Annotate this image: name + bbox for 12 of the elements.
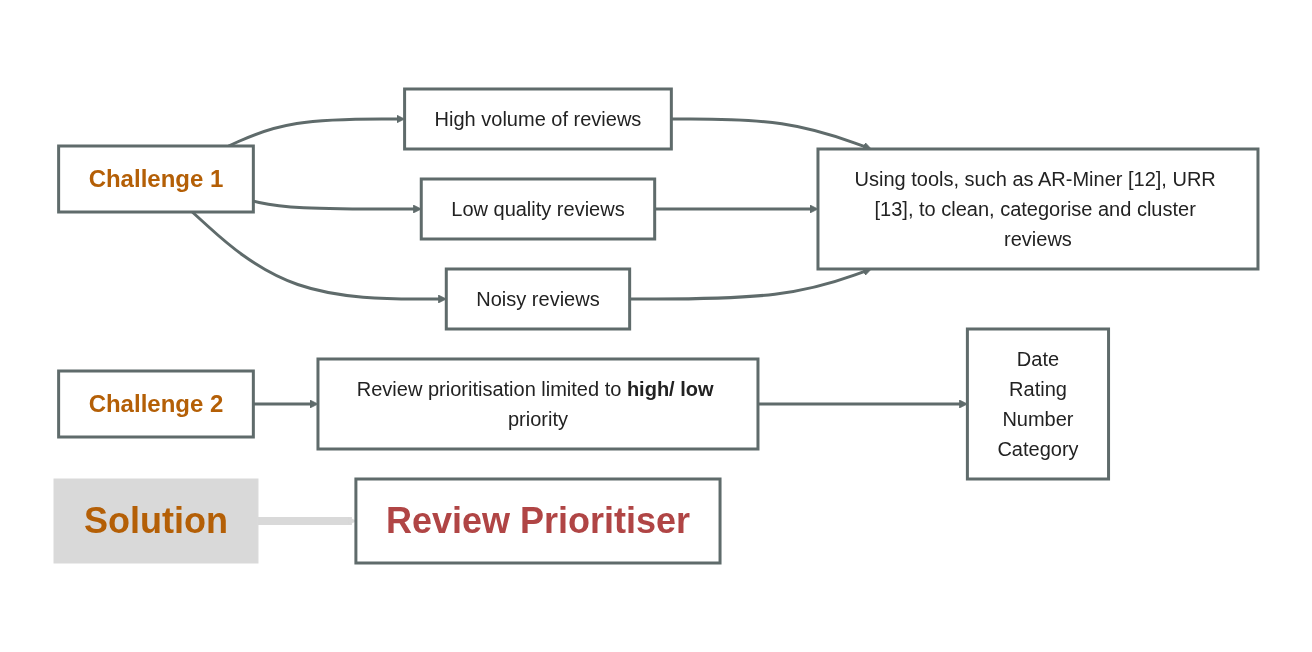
node-box: Review Prioritiser [354, 477, 722, 565]
node-box: Challenge 2 [57, 369, 255, 439]
node-box: High volume of reviews [403, 87, 673, 151]
node-box: Solution [53, 478, 259, 564]
node-box: Review prioritisation limited to high/ low priority [316, 357, 760, 451]
node-box: Date Rating Number Category [965, 327, 1111, 481]
node-box: Noisy reviews [444, 267, 632, 331]
node-box: Using tools, such as AR-Miner [12], URR [13], to clean, categorise and cluster reviews [816, 147, 1260, 271]
node-box: Challenge 1 [57, 144, 255, 214]
arrow [253, 199, 422, 214]
arrow [758, 399, 968, 409]
node-box: Low quality reviews [419, 177, 657, 241]
